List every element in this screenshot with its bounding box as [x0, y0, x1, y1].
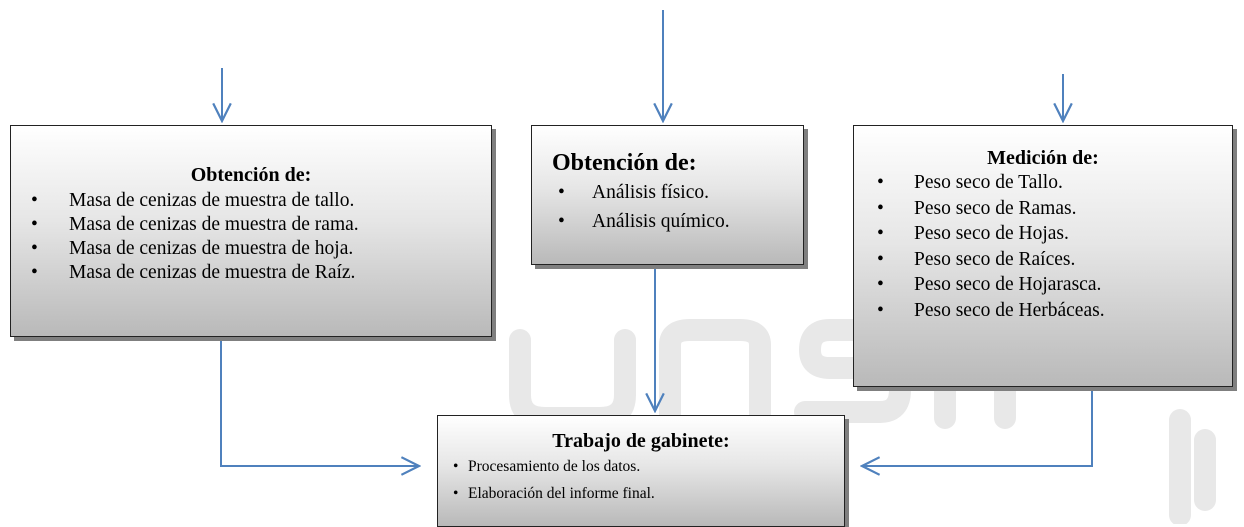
dry-weight-box: Medición de: Peso seco de Tallo. Peso se…	[853, 125, 1233, 387]
list-item: Procesamiento de los datos.	[438, 453, 844, 480]
soil-analysis-box-title: Obtención de:	[552, 150, 697, 176]
list-item: Peso seco de Ramas.	[854, 196, 1232, 222]
list-item: Peso seco de Hojarasca.	[854, 272, 1232, 298]
ash-mass-box: Obtención de: Masa de cenizas de muestra…	[10, 125, 492, 337]
ash-mass-box-title: Obtención de:	[190, 164, 312, 186]
soil-analysis-box: Obtención de: Análisis físico. Análisis …	[531, 125, 804, 265]
cabinet-work-box: Trabajo de gabinete: Procesamiento de lo…	[437, 415, 845, 527]
arrow-dry-weight-to-cabinet	[862, 389, 1093, 466]
ash-mass-list: Masa de cenizas de muestra de tallo. Mas…	[11, 189, 491, 285]
list-item: Análisis físico.	[532, 178, 803, 207]
list-item: Peso seco de Hojas.	[854, 221, 1232, 247]
list-item: Elaboración del informe final.	[438, 480, 844, 507]
dry-weight-box-title: Medición de:	[987, 147, 1099, 169]
list-item: Masa de cenizas de muestra de Raíz.	[11, 261, 491, 285]
list-item: Masa de cenizas de muestra de tallo.	[11, 189, 491, 213]
soil-analysis-list: Análisis físico. Análisis químico.	[532, 178, 803, 236]
list-item: Masa de cenizas de muestra de rama.	[11, 213, 491, 237]
list-item: Peso seco de Raíces.	[854, 247, 1232, 273]
cabinet-work-box-title: Trabajo de gabinete:	[552, 430, 730, 452]
dry-weight-list: Peso seco de Tallo. Peso seco de Ramas. …	[854, 170, 1232, 323]
list-item: Análisis químico.	[532, 207, 803, 236]
cabinet-work-list: Procesamiento de los datos. Elaboración …	[438, 453, 844, 507]
arrow-ashes-to-cabinet	[220, 339, 419, 466]
list-item: Masa de cenizas de muestra de hoja.	[11, 237, 491, 261]
list-item: Peso seco de Tallo.	[854, 170, 1232, 196]
list-item: Peso seco de Herbáceas.	[854, 298, 1232, 324]
